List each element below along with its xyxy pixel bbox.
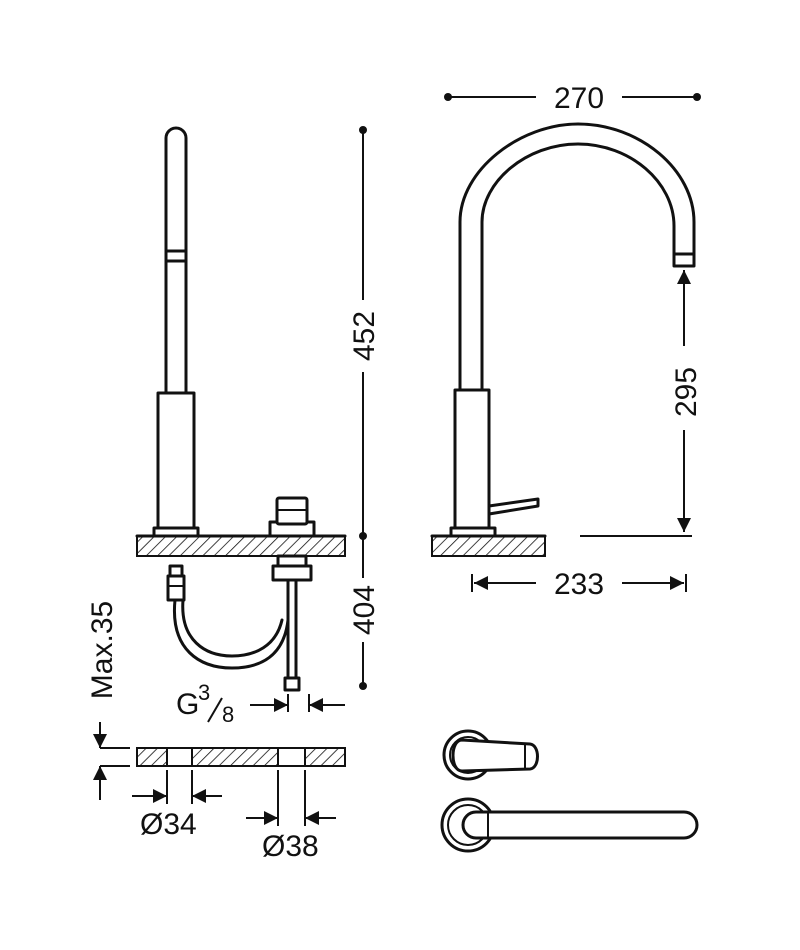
dim-thread-denominator: 8 <box>222 702 234 727</box>
dim-max-thickness: Max.35 <box>86 601 119 699</box>
dim-spout-reach: 270 <box>554 82 604 115</box>
dim-hole-small: Ø34 <box>140 808 197 841</box>
dim-thread-prefix: G <box>176 688 199 721</box>
gooseneck-spout <box>458 122 696 392</box>
control-knob-side <box>268 496 316 538</box>
mounting-assembly <box>166 554 313 692</box>
dim-below-deck: 404 <box>348 585 381 635</box>
dim-total-height: 452 <box>348 311 381 361</box>
side-view: 452 404 G 3 8 <box>135 126 381 727</box>
thread-dimension <box>250 694 345 712</box>
countertop-front <box>431 535 546 557</box>
deck-section: Max.35 Ø34 Ø38 <box>86 601 346 863</box>
height-dimension <box>359 126 367 690</box>
offset-dimension <box>471 574 687 592</box>
lever-top-view <box>442 729 539 781</box>
spout-height-dimension <box>580 270 692 537</box>
lever-handle <box>487 497 540 516</box>
dim-handle-offset: 233 <box>554 568 604 601</box>
faucet-body-side <box>156 391 196 532</box>
dim-hole-large: Ø38 <box>262 830 319 863</box>
dim-thread-numerator: 3 <box>198 680 210 705</box>
dim-spout-height: 295 <box>670 367 703 417</box>
spout-top-view <box>440 797 699 853</box>
front-view: 270 295 233 <box>430 82 703 601</box>
countertop-side <box>136 535 346 557</box>
faucet-body-front <box>453 388 491 532</box>
top-views <box>440 729 699 853</box>
reach-dimension <box>444 93 701 101</box>
